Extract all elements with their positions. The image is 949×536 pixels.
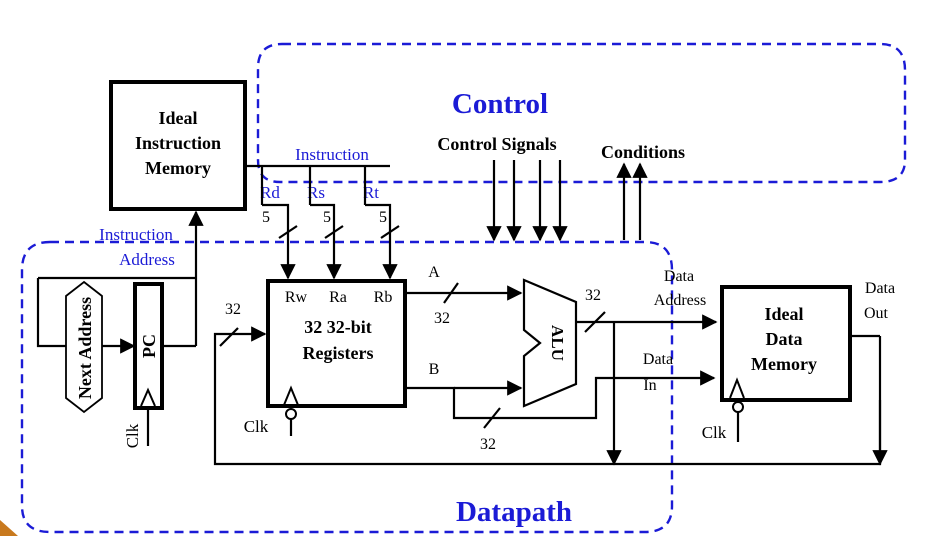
data-in-line2: In — [643, 377, 656, 394]
port-rb-label: Rb — [374, 289, 393, 306]
register-file-line2: Registers — [303, 343, 374, 363]
rs-label: Rs — [307, 183, 325, 202]
control-title: Control — [452, 88, 548, 120]
next-address-box — [65, 280, 103, 414]
instruction-memory-box — [109, 80, 247, 211]
data-out-line2: Out — [864, 305, 889, 322]
bus-b-label: B — [429, 361, 440, 378]
rs-width: 5 — [323, 209, 331, 226]
rd-label: Rd — [260, 183, 280, 202]
writeback-width: 32 — [225, 301, 241, 318]
control-signals-label: Control Signals — [437, 134, 556, 154]
rd-width: 5 — [262, 209, 270, 226]
pc-register — [133, 282, 164, 410]
bus-a-width: 32 — [434, 310, 450, 327]
instruction-memory-line3: Memory — [145, 158, 211, 178]
alu-label: ALU — [548, 325, 567, 361]
data-address-line1: Data — [664, 268, 694, 285]
data-in-line1: Data — [643, 351, 673, 368]
datapath-region-outline — [20, 240, 674, 534]
data-memory-line2: Data — [766, 329, 803, 349]
instruction-memory-line2: Instruction — [135, 133, 221, 153]
conditions-label: Conditions — [601, 142, 685, 162]
rt-width: 5 — [379, 209, 387, 226]
bus-b-width: 32 — [480, 436, 496, 453]
alu-shape — [522, 278, 578, 408]
datapath-title: Datapath — [456, 496, 572, 528]
data-memory-line3: Memory — [751, 354, 817, 374]
instruction-label: Instruction — [295, 145, 369, 164]
bus-a-label: A — [428, 264, 440, 281]
alu-out-width: 32 — [585, 287, 601, 304]
rt-label: Rt — [363, 183, 379, 202]
data-memory-box — [720, 285, 852, 402]
instruction-address-line1: Instruction — [99, 225, 173, 244]
next-address-label: Next Address — [75, 297, 95, 399]
register-file-line1: 32 32-bit — [304, 317, 372, 337]
data-memory-line1: Ideal — [764, 304, 803, 324]
register-clk-label: Clk — [244, 417, 269, 436]
pc-label: PC — [139, 334, 159, 358]
instruction-memory-line1: Ideal — [158, 108, 197, 128]
control-region-outline — [256, 42, 907, 184]
pc-clk-label: Clk — [123, 423, 142, 448]
port-ra-label: Ra — [329, 289, 347, 306]
port-rw-label: Rw — [285, 289, 308, 306]
instruction-address-line2: Address — [119, 250, 175, 269]
data-out-line1: Data — [865, 280, 895, 297]
corner-decoration — [0, 520, 18, 536]
register-file-box — [266, 279, 407, 408]
data-memory-clk-label: Clk — [702, 423, 727, 442]
data-address-line2: Address — [654, 292, 706, 309]
